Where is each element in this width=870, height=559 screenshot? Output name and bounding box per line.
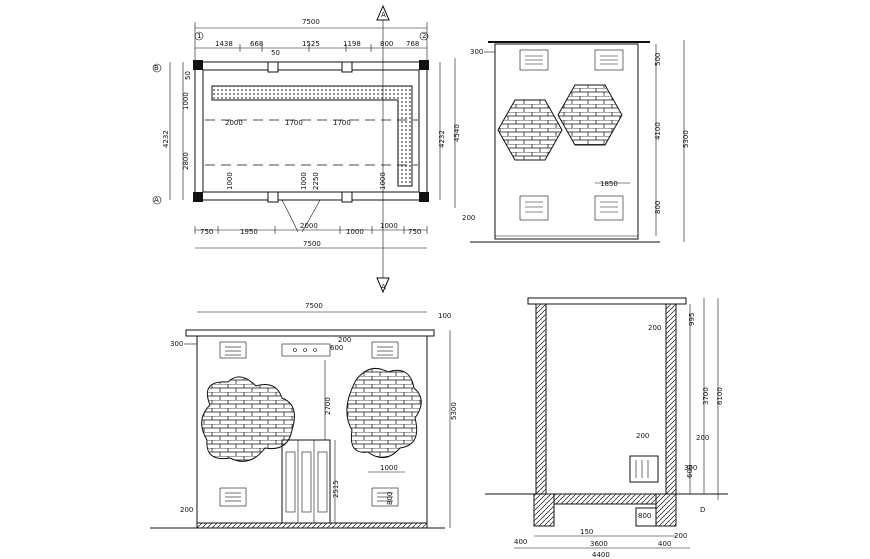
grid-label-A: A (154, 196, 159, 204)
grid-label-B: B (154, 64, 159, 72)
section-dim-300: 300 (684, 464, 697, 472)
section-dim-200-a: 200 (648, 324, 661, 332)
plan-bottom-seg-6: 750 (408, 228, 421, 236)
section-mark-top: A (381, 11, 386, 19)
section-mark-bottom: A (381, 283, 386, 291)
plan-inner-dim-1: 2000 (225, 119, 243, 127)
front-dim-1000: 1000 (380, 464, 398, 472)
side-dim-5300: 5300 (682, 130, 690, 148)
side-dim-300: 300 (470, 48, 483, 56)
section-dim-200-d: 200 (674, 532, 687, 540)
plan-total-width-bottom: 7500 (303, 240, 321, 248)
front-dim-200-top: 200 (338, 336, 351, 344)
plan-inner-dim-2: 1700 (285, 119, 303, 127)
front-dim-2700: 2700 (324, 397, 332, 415)
section-dim-D: D (700, 506, 705, 514)
section-dim-800: 800 (638, 512, 651, 520)
plan-top-seg-1: 1438 (215, 40, 233, 48)
front-dim-300: 300 (170, 340, 183, 348)
plan-top-seg-6: 768 (406, 40, 419, 48)
plan-bottom-seg-1: 750 (200, 228, 213, 236)
plan-total-width-top: 7500 (302, 18, 320, 26)
grid-label-2: 2 (422, 32, 426, 40)
plan-right-dim-1: 4232 (438, 130, 446, 148)
front-dim-600: 600 (330, 344, 343, 352)
plan-bottom-seg-3: 2000 (300, 222, 318, 230)
side-dim-800: 800 (654, 201, 662, 214)
plan-left-dim-3: 4232 (162, 130, 170, 148)
section-dim-200-c: 200 (696, 434, 709, 442)
section-dim-150: 150 (580, 528, 593, 536)
section-dim-400: 400 (514, 538, 527, 546)
grid-label-1: 1 (197, 32, 201, 40)
plan-eq-3: 2250 (312, 172, 320, 190)
plan-top-small: 50 (271, 49, 280, 57)
plan-bottom-seg-2: 1950 (240, 228, 258, 236)
front-dim-2515: 2515 (332, 480, 340, 498)
plan-left-dim-1: 1000 (182, 92, 190, 110)
plan-eq-2: 1000 (300, 172, 308, 190)
section-dim-6100: 6100 (716, 387, 724, 405)
side-elevation: 300 1850 500 4100 800 5300 200 (462, 40, 690, 243)
side-dim-200: 200 (462, 214, 475, 222)
plan-eq-1: 1000 (226, 172, 234, 190)
front-dim-5300: 5300 (450, 402, 458, 420)
plan-side-small: 50 (184, 71, 192, 80)
plan-top-seg-5: 800 (380, 40, 393, 48)
plan-bottom-seg-5: 1000 (380, 222, 398, 230)
plan-inner-dim-3: 1700 (333, 119, 351, 127)
plan-left-dim-2: 2800 (182, 152, 190, 170)
floor-plan: 7500 1438 668 1525 1198 800 768 50 1 2 B… (152, 4, 461, 294)
front-dim-100: 100 (438, 312, 451, 320)
section-dim-400b: 400 (658, 540, 671, 548)
section-dim-600: 600 (686, 465, 694, 478)
front-dim-200-bottom: 200 (180, 506, 193, 514)
plan-top-seg-4: 1198 (343, 40, 361, 48)
plan-top-seg-3: 1525 (302, 40, 320, 48)
front-elevation: 7500 100 300 200 600 2700 (150, 302, 458, 529)
section-dim-4400: 4400 (592, 551, 610, 559)
front-total-width: 7500 (305, 302, 323, 310)
section-view: 200 200 995 3700 6100 200 600 300 D 800 … (485, 297, 728, 559)
section-dim-200-b: 200 (636, 432, 649, 440)
side-dim-500: 500 (654, 53, 662, 66)
front-dim-800: 800 (386, 492, 394, 505)
plan-right-dim-2: 4540 (453, 124, 461, 142)
side-dim-4100: 4100 (654, 122, 662, 140)
section-dim-3700: 3700 (702, 387, 710, 405)
plan-top-seg-2: 668 (250, 40, 263, 48)
section-dim-995: 995 (688, 313, 696, 326)
plan-bottom-seg-4: 1000 (346, 228, 364, 236)
section-dim-3600: 3600 (590, 540, 608, 548)
side-dim-1850: 1850 (600, 180, 618, 188)
